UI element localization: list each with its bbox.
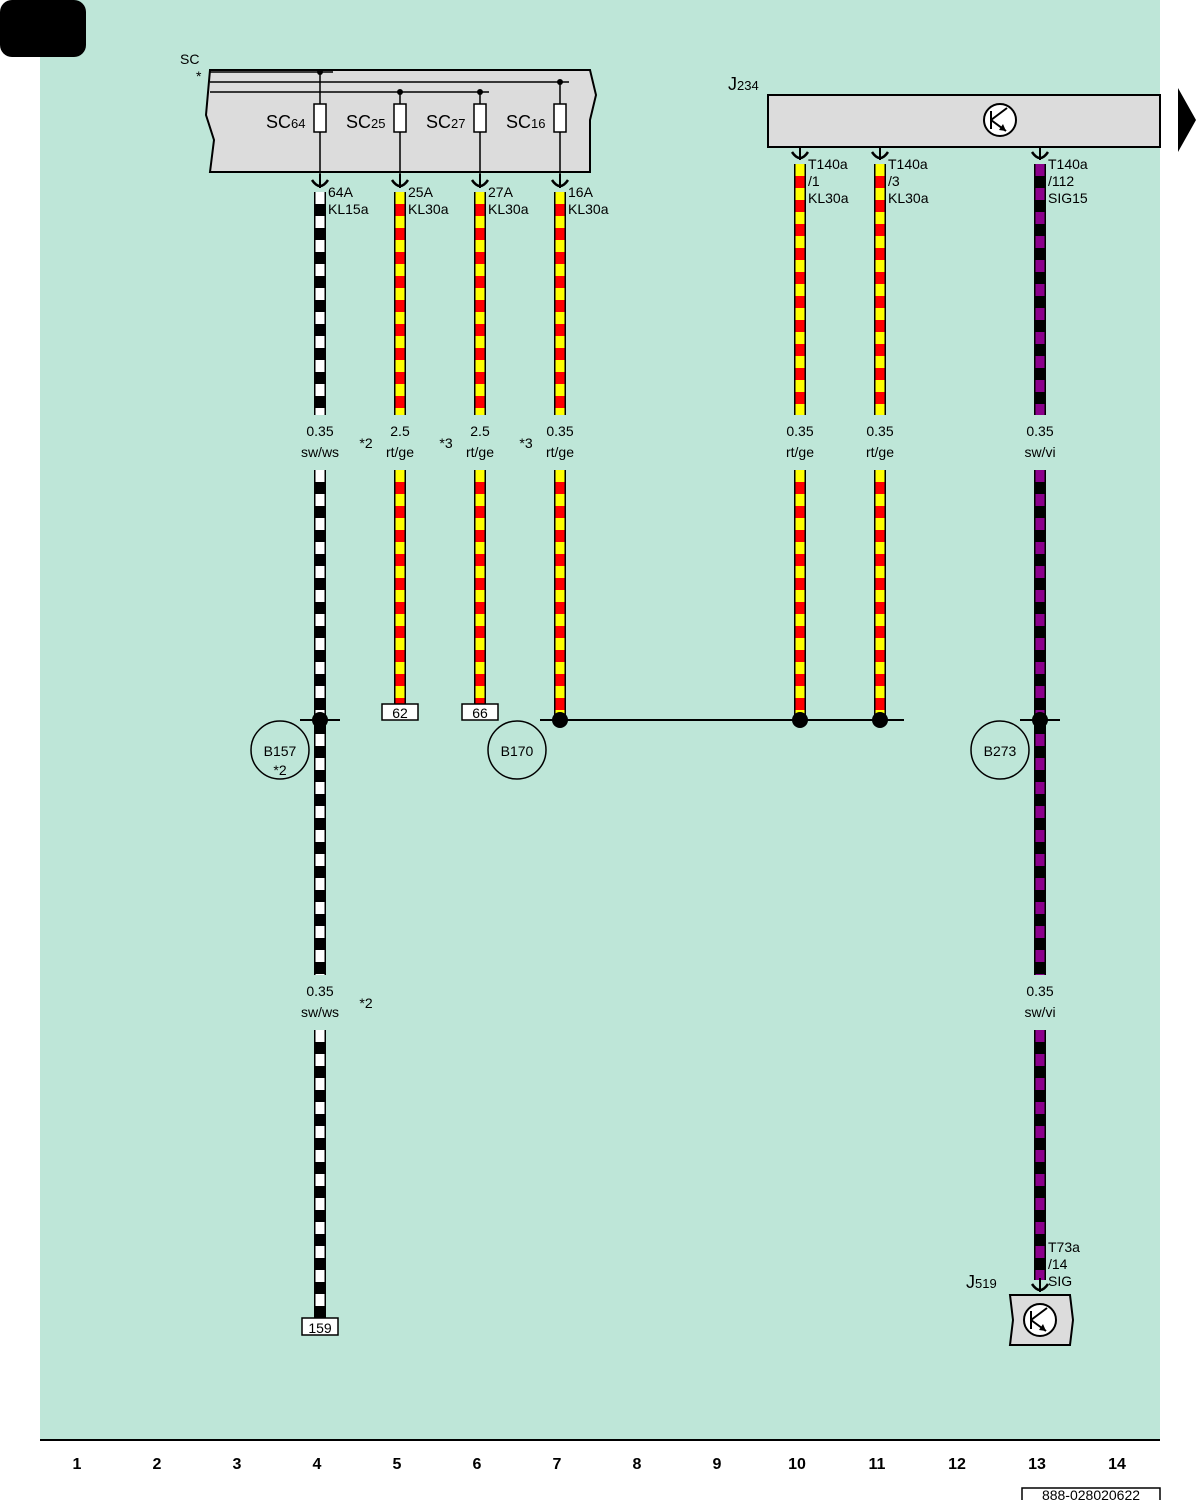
pin-label: T140a — [888, 156, 928, 172]
pin-label: KL15a — [328, 201, 369, 217]
wire-color-label: rt/ge — [386, 444, 414, 460]
column-number: 14 — [1108, 1456, 1126, 1473]
column-number: 5 — [393, 1456, 402, 1473]
fuse-box-sc: SC * SC64 SC25 SC27 SC16 — [180, 51, 598, 180]
pin-label: T73a — [1048, 1239, 1080, 1255]
pin-label: /3 — [888, 173, 900, 189]
pin-label: 27A — [488, 184, 514, 200]
wire-color-label: sw/ws — [301, 1004, 339, 1020]
svg-text:62: 62 — [392, 705, 408, 721]
control-unit-icon — [983, 103, 1017, 137]
svg-text:888-028020622: 888-028020622 — [1042, 1487, 1140, 1500]
fuse-box-title: SC — [180, 51, 199, 67]
splice-label: B273 — [984, 743, 1017, 759]
module-j234-label: J234 — [728, 74, 759, 94]
splice-label: B170 — [501, 743, 534, 759]
wire-color-label: rt/ge — [466, 444, 494, 460]
pin-label: SIG15 — [1048, 190, 1088, 206]
pin-label: KL30a — [408, 201, 449, 217]
column-number: 12 — [948, 1456, 966, 1473]
splice-node — [792, 712, 808, 728]
fuse-sc64 — [313, 103, 327, 133]
wire-size-label: 0.35 — [546, 423, 573, 439]
pin-label: KL30a — [488, 201, 529, 217]
wire-color-label: sw/vi — [1024, 1004, 1055, 1020]
column-number: 9 — [713, 1456, 722, 1473]
pin-label: KL30a — [808, 190, 849, 206]
splice-b170: B170 — [487, 720, 547, 780]
fuse-sc25 — [393, 103, 407, 133]
column-number: 4 — [313, 1456, 322, 1473]
splice-node — [312, 712, 328, 728]
pin-label: /1 — [808, 173, 820, 189]
wire-color-label: rt/ge — [546, 444, 574, 460]
column-number: 10 — [788, 1456, 806, 1473]
pin-label: T140a — [808, 156, 848, 172]
page-tab — [0, 0, 86, 57]
column-number: 3 — [233, 1456, 242, 1473]
fuse-label-sc64: SC64 — [266, 112, 305, 132]
pin-label: T140a — [1048, 156, 1088, 172]
document-number: 888-028020622 — [1021, 1487, 1161, 1500]
column-number: 1 — [73, 1456, 82, 1473]
pin-label: SIG — [1048, 1273, 1072, 1289]
column-number: 8 — [633, 1456, 642, 1473]
wire-size-label: 2.5 — [390, 423, 410, 439]
wire-note-label: *3 — [519, 435, 532, 451]
wire-color-label: rt/ge — [866, 444, 894, 460]
module-j234-body — [767, 94, 1161, 148]
fuse-label-sc16: SC16 — [506, 112, 545, 132]
wire-size-label: 0.35 — [786, 423, 813, 439]
fuse-box-mark: * — [196, 68, 202, 84]
column-number: 2 — [153, 1456, 162, 1473]
splice-node — [552, 712, 568, 728]
wire-size-label: 0.35 — [306, 983, 333, 999]
pin-label: /112 — [1048, 173, 1074, 189]
ref-box-62[interactable]: 62 — [381, 703, 419, 721]
splice-note: *2 — [273, 762, 286, 778]
splice-b273: B273 — [970, 720, 1030, 780]
module-j519: J519 — [966, 1272, 1075, 1346]
pin-label: /14 — [1048, 1256, 1068, 1272]
module-j234: J234 — [728, 74, 1161, 148]
wire-color-label: sw/vi — [1024, 444, 1055, 460]
column-number: 13 — [1028, 1456, 1046, 1473]
splice-node — [872, 712, 888, 728]
ref-box-66[interactable]: 66 — [461, 703, 499, 721]
next-page-arrow-icon — [1178, 88, 1196, 152]
column-number: 7 — [553, 1456, 562, 1473]
wire-note-label: *2 — [359, 435, 372, 451]
column-number: 6 — [473, 1456, 482, 1473]
ref-box-159[interactable]: 159 — [301, 1317, 339, 1336]
fuse-label-sc27: SC27 — [426, 112, 465, 132]
splice-b157: B157 *2 — [250, 720, 310, 780]
module-j519-label: J519 — [966, 1272, 997, 1292]
pin-label: KL30a — [888, 190, 929, 206]
splice-label: B157 — [264, 743, 297, 759]
wire-color-label: rt/ge — [786, 444, 814, 460]
pin-label: 25A — [408, 184, 434, 200]
svg-text:66: 66 — [472, 705, 488, 721]
wire-size-label: 0.35 — [866, 423, 893, 439]
splice-node — [1032, 712, 1048, 728]
wire-size-label: 0.35 — [1026, 423, 1053, 439]
wire-size-label: 0.35 — [306, 423, 333, 439]
pin-label: KL30a — [568, 201, 609, 217]
fuse-label-sc25: SC25 — [346, 112, 385, 132]
wire-note-label: *3 — [439, 435, 452, 451]
pin-label: 64A — [328, 184, 354, 200]
column-number: 11 — [869, 1456, 886, 1473]
pin-label: 16A — [568, 184, 594, 200]
control-unit-icon — [1023, 1303, 1057, 1337]
wire-color-label: sw/ws — [301, 444, 339, 460]
svg-text:159: 159 — [308, 1320, 332, 1336]
fuse-sc27 — [473, 103, 487, 133]
wire-note-label: *2 — [359, 995, 372, 1011]
fuse-sc16 — [553, 103, 567, 133]
wire-size-label: 2.5 — [470, 423, 490, 439]
wire-size-label: 0.35 — [1026, 983, 1053, 999]
